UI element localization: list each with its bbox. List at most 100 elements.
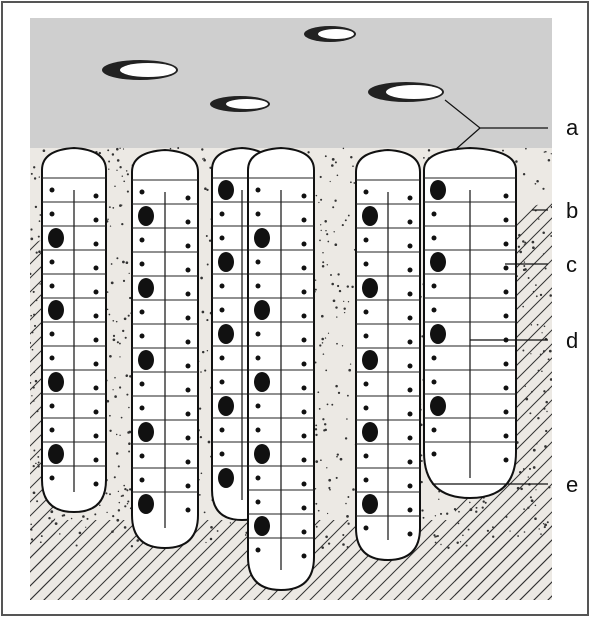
cell-nucleus [220,356,225,361]
cell-nucleus [256,404,261,409]
stipple-dot [315,434,317,436]
cell-nucleus [140,190,145,195]
stipple-dot [33,166,35,168]
cell-nucleus [94,266,99,271]
stipple-dot [106,512,107,513]
stipple-dot [114,395,117,398]
cell-nucleus [186,196,191,201]
cell-nucleus [94,482,99,487]
goblet-nucleus [362,350,378,370]
cell-nucleus [408,364,413,369]
stipple-dot [515,160,518,163]
stipple-dot [177,147,179,149]
stipple-dot [204,370,206,372]
stipple-dot [331,164,334,167]
cell-nucleus [302,554,307,559]
stipple-dot [319,408,321,410]
cell-nucleus [186,220,191,225]
cell-nucleus [504,194,509,199]
stipple-dot [207,350,208,351]
cell-nucleus [50,476,55,481]
cell-nucleus [140,238,145,243]
stipple-dot [126,170,128,172]
stipple-dot [322,261,324,263]
cell-nucleus [220,428,225,433]
cell-nucleus [302,266,307,271]
stipple-dot [536,180,539,183]
cell-nucleus [432,452,437,457]
cell-nucleus [50,212,55,217]
stipple-dot [124,488,126,490]
stipple-dot [82,515,85,518]
stipple-dot [99,505,101,507]
cell-nucleus [186,436,191,441]
stipple-dot [128,315,130,317]
stipple-dot [112,207,114,209]
stipple-dot [31,173,33,175]
stipple-dot [328,333,329,334]
cell-nucleus [256,260,261,265]
cell-nucleus [302,362,307,367]
cell-nucleus [94,362,99,367]
stipple-dot [200,277,203,280]
cell-nucleus [256,284,261,289]
cell-nucleus [302,482,307,487]
stipple-dot [62,515,64,517]
stipple-dot [315,279,316,280]
cell-nucleus [140,262,145,267]
cell-nucleus [186,340,191,345]
stipple-dot [327,513,328,514]
particle [386,85,442,99]
cell-nucleus [408,220,413,225]
goblet-nucleus [48,300,64,320]
cell-nucleus [220,452,225,457]
cell-nucleus [256,476,261,481]
stipple-dot [209,240,211,242]
stipple-dot [106,492,108,494]
stipple-dot [345,503,347,505]
stipple-dot [112,389,113,390]
cell-nucleus [140,406,145,411]
cell-nucleus [256,428,261,433]
goblet-nucleus [218,252,234,272]
stipple-dot [319,344,321,346]
particle [226,99,268,109]
label-d: d [566,328,578,353]
stipple-dot [124,317,127,320]
stipple-dot [203,159,206,162]
cell-nucleus [186,388,191,393]
stipple-dot [315,488,316,489]
stipple-dot [112,320,114,322]
stipple-dot [119,166,121,168]
stipple-dot [523,173,525,175]
cell-nucleus [364,526,369,531]
cell-nucleus [50,404,55,409]
stipple-dot [119,356,120,357]
stipple-dot [116,452,119,455]
stipple-dot [328,479,331,482]
stipple-dot [123,485,125,487]
stipple-dot [333,299,336,302]
goblet-nucleus [430,180,446,200]
stipple-dot [346,515,349,518]
stipple-dot [353,182,355,184]
stipple-dot [320,459,322,461]
stipple-dot [119,204,122,207]
stipple-dot [502,150,504,152]
cell-nucleus [364,406,369,411]
stipple-dot [118,491,119,492]
goblet-nucleus [218,396,234,416]
stipple-dot [336,316,337,317]
cell-nucleus [94,218,99,223]
stipple-dot [126,374,129,377]
stipple-dot [114,476,116,478]
stipple-dot [200,371,202,373]
stipple-dot [338,392,340,394]
cell-nucleus [94,194,99,199]
stipple-dot [421,509,423,511]
stipple-dot [110,225,111,226]
cell-nucleus [408,412,413,417]
cell-nucleus [364,190,369,195]
cell-nucleus [140,454,145,459]
stipple-dot [109,415,111,417]
